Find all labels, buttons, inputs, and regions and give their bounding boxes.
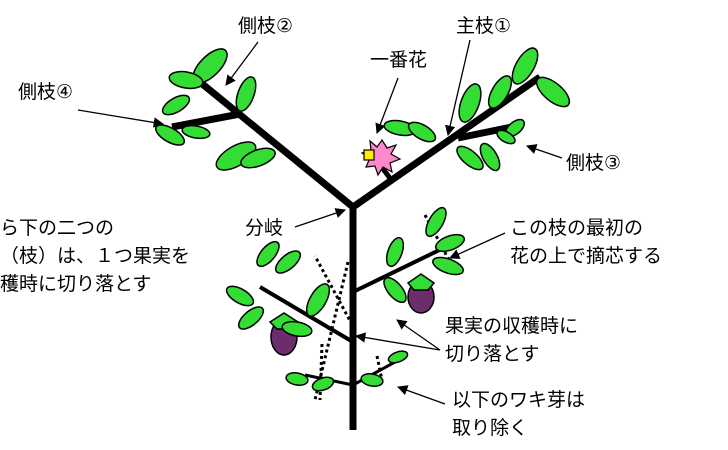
leaves <box>154 47 571 392</box>
leaf <box>311 376 335 392</box>
label-harvest-note-1: 果実の収穫時に <box>445 315 579 337</box>
side-branch-2 <box>192 75 356 210</box>
leaf <box>511 47 539 85</box>
leaf <box>240 147 276 169</box>
leaf <box>360 373 384 387</box>
label-left-note-1: ら下の二つの <box>0 217 115 239</box>
leaf <box>235 76 257 112</box>
label-sucker-note-1: 以下のワキ芽は <box>452 389 586 411</box>
leaf <box>274 250 302 274</box>
side-branch-3 <box>457 123 513 142</box>
label-left-note-2: （枝）は、１つ果実を <box>0 245 191 267</box>
leaf <box>456 145 484 171</box>
label-left-note-3: 穫時に切り落とす <box>0 273 152 295</box>
leaf <box>434 233 466 253</box>
leaf <box>168 70 204 90</box>
side-branch-4 <box>171 110 241 131</box>
lower-branch-left <box>258 285 355 344</box>
eggplant-fruit-right <box>406 273 436 314</box>
leaf <box>256 240 280 268</box>
label-harvest-note-2: 切り落とす <box>445 343 540 365</box>
label-side-branch-4: 側枝④ <box>18 81 74 103</box>
label-arrows <box>77 39 563 405</box>
leaf <box>432 256 464 276</box>
leaf <box>535 76 571 108</box>
label-main-branch-1: 主枝① <box>456 15 512 37</box>
leaf <box>237 306 265 330</box>
label-side-branch-2: 側枝② <box>238 15 294 37</box>
leaf <box>407 121 437 143</box>
leaf <box>383 276 407 304</box>
leaf <box>458 83 482 123</box>
leaf <box>161 94 191 116</box>
leaf <box>385 236 405 268</box>
first-flower <box>360 138 402 177</box>
leaf <box>487 75 513 109</box>
label-sucker-note-2: 取り除く <box>452 417 529 439</box>
leaf <box>181 124 211 140</box>
label-pinch-note-1: この枝の最初の <box>510 217 644 239</box>
main-branch-1 <box>351 74 542 210</box>
label-fork: 分岐 <box>245 217 284 239</box>
leaf <box>479 142 501 172</box>
label-first-flower: 一番花 <box>370 49 428 71</box>
leaf <box>425 206 447 238</box>
leaf <box>496 129 516 145</box>
label-side-branch-3: 側枝③ <box>566 152 622 174</box>
leaf <box>387 350 409 364</box>
leaf <box>225 285 255 307</box>
leaf <box>285 372 309 386</box>
label-pinch-note-2: 花の上で摘芯する <box>510 245 663 267</box>
leaf <box>281 320 313 338</box>
leaf <box>305 283 331 317</box>
